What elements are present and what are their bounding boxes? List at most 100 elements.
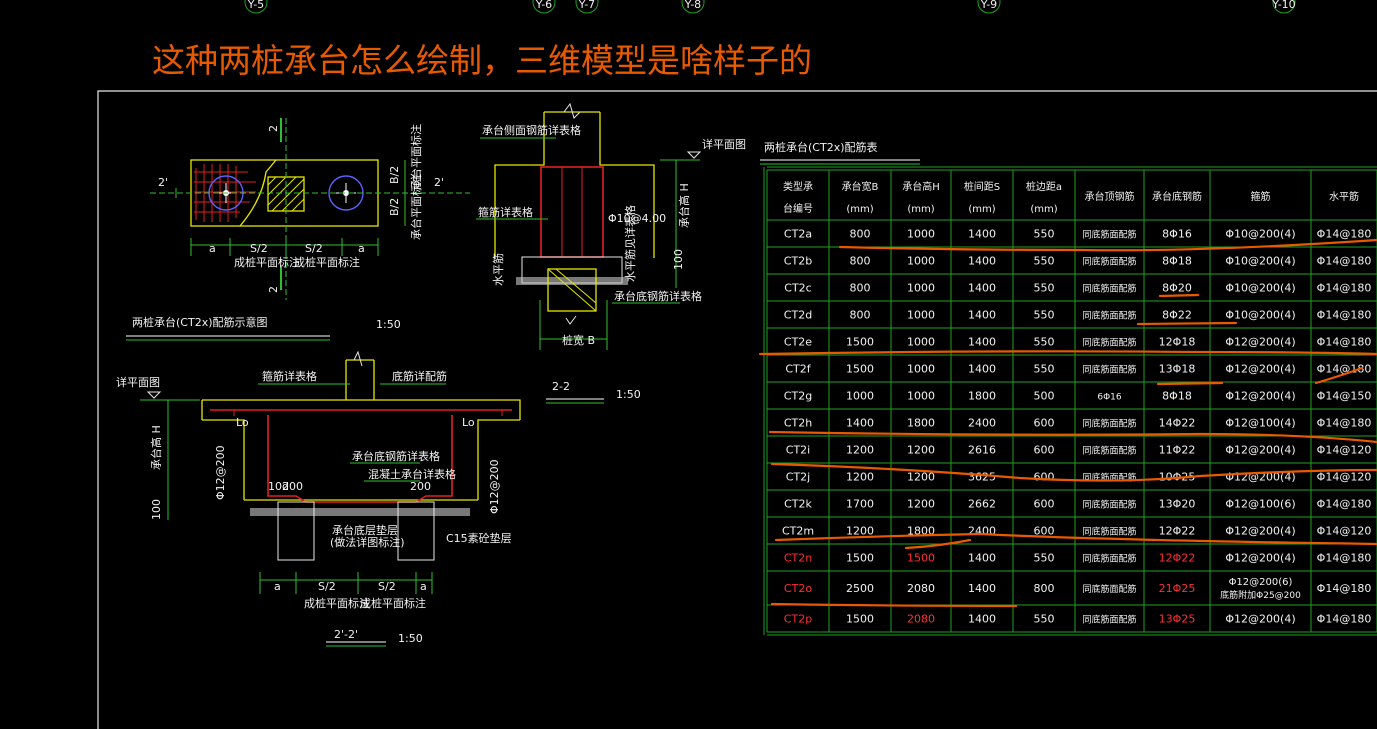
annotation-stroke [838, 238, 1377, 252]
table-cell: Φ14@180 [1317, 417, 1372, 430]
table-cell: Φ10@200(4) [1225, 309, 1295, 322]
rebar-cage-outline [540, 166, 604, 258]
svg-text:a: a [358, 242, 365, 255]
table-cell: 14Φ22 [1159, 417, 1196, 430]
svg-text:1:50: 1:50 [376, 318, 401, 331]
grid-bubbles: Y-5 Y-6 Y-7 Y-8 Y-9 Y-10 [244, 0, 1296, 14]
table-cell: 同底筋面配筋 [1082, 499, 1136, 511]
table-cell: CT2e [784, 336, 812, 349]
svg-text:成桩平面标注: 成桩平面标注 [360, 596, 426, 610]
table-header-cell: 箍筋 [1251, 190, 1271, 203]
table-cell: CT2c [784, 282, 811, 295]
svg-text:承台高 H: 承台高 H [149, 425, 163, 470]
table-cell: 600 [1034, 525, 1055, 538]
table-cell: 1200 [907, 471, 935, 484]
table-cell: 1200 [846, 525, 874, 538]
table-header-cell: (mm) [1030, 204, 1057, 215]
table-cell: CT2h [784, 417, 812, 430]
annotation-stroke [774, 532, 1377, 546]
annotation-stroke [1156, 381, 1224, 386]
table-cell: 同底筋面配筋 [1082, 418, 1136, 430]
table-cell: 同底筋面配筋 [1082, 553, 1136, 565]
annotation-stroke [1136, 321, 1238, 326]
table-cell: Φ14@120 [1317, 444, 1372, 457]
svg-text:S/2: S/2 [305, 242, 323, 255]
table-cell: 21Φ25 [1159, 582, 1196, 595]
table-cell: Φ14@180 [1317, 309, 1372, 322]
table-cell: 2080 [907, 613, 935, 626]
table-cell: 1400 [968, 282, 996, 295]
table-cell: 8Φ18 [1162, 390, 1192, 403]
svg-text:200: 200 [410, 480, 431, 493]
svg-text:a: a [274, 580, 281, 593]
table-cell: 同底筋面配筋 [1082, 364, 1136, 376]
table-cell: CT2n [784, 552, 812, 565]
orange-annotations [758, 238, 1377, 608]
svg-text:混凝土承台详表格: 混凝土承台详表格 [368, 467, 456, 481]
table-cell: 1400 [968, 255, 996, 268]
table-cell: CT2o [784, 582, 812, 595]
table-cell: CT2p [784, 613, 812, 626]
svg-text:Lo: Lo [462, 416, 475, 429]
table-cell: CT2k [784, 498, 812, 511]
question-title: 这种两桩承台怎么绘制，三维模型是啥样子的 [152, 41, 812, 80]
table-cell: 1400 [846, 417, 874, 430]
table-cell: 同底筋面配筋 [1082, 256, 1136, 268]
table-cell: 3625 [968, 471, 996, 484]
table-cell: 800 [850, 255, 871, 268]
table-cell: 550 [1034, 255, 1055, 268]
table-cell: Φ12@100(4) [1225, 417, 1295, 430]
svg-text:200: 200 [282, 480, 303, 493]
annotation-stroke [768, 430, 1377, 444]
svg-text:水平筋: 水平筋 [491, 253, 505, 286]
table-cell: 8Φ16 [1162, 228, 1192, 241]
table-cell: 12Φ22 [1159, 552, 1196, 565]
table-cell: 13Φ20 [1159, 498, 1196, 511]
svg-text:B/2: B/2 [388, 166, 401, 184]
table-header-cell: 承台宽B [842, 180, 879, 193]
table-header-cell: (mm) [846, 204, 873, 215]
table-cell: Φ14@150 [1317, 390, 1372, 403]
section-2p-2p: a S/2 S/2 a 成桩平面标注 成桩平面标注 详平面图 箍筋详表格 底筋详… [116, 350, 521, 647]
svg-text:B/2: B/2 [388, 198, 401, 216]
table-cell: 1500 [846, 552, 874, 565]
svg-text:S/2: S/2 [378, 580, 396, 593]
table-cell: 同底筋面配筋 [1082, 337, 1136, 349]
table-cell: 1000 [907, 336, 935, 349]
table-cell: 1000 [907, 228, 935, 241]
section-2p-title: 2'-2' [334, 628, 358, 641]
svg-text:1:50: 1:50 [616, 388, 641, 401]
table-cell: 同底筋面配筋 [1082, 583, 1136, 595]
svg-text:承台底钢筋详表格: 承台底钢筋详表格 [352, 449, 440, 463]
drawing-frame [97, 90, 1377, 729]
table-cell: Φ12@200(6) [1229, 577, 1293, 588]
table-cell: 800 [1034, 582, 1055, 595]
svg-text:a: a [420, 580, 427, 593]
grid-bubble-label: Y-10 [1271, 0, 1295, 11]
table-cell: 1400 [968, 309, 996, 322]
table-header-cell: (mm) [968, 204, 995, 215]
table-cell: Φ14@120 [1317, 525, 1372, 538]
table-header-cell: 类型承 [783, 180, 813, 193]
table-cell: Φ14@120 [1317, 471, 1372, 484]
table-cell: 同底筋面配筋 [1082, 472, 1136, 484]
table-cell: 1500 [907, 552, 935, 565]
table-cell: 1400 [968, 582, 996, 595]
table-cell: CT2d [784, 309, 812, 322]
svg-text:承台底层垫层: 承台底层垫层 [332, 523, 398, 537]
svg-text:Φ12@200: Φ12@200 [488, 459, 501, 514]
table-header-cell: 台编号 [783, 202, 813, 215]
svg-text:箍筋详表格: 箍筋详表格 [262, 369, 317, 383]
table-cell: 600 [1034, 417, 1055, 430]
svg-text:2: 2 [267, 286, 280, 293]
annotation-stroke [904, 538, 972, 550]
table-cell: CT2f [785, 363, 811, 376]
table-cell: 1800 [907, 417, 935, 430]
svg-text:Φ12@200: Φ12@200 [214, 445, 227, 500]
svg-text:桩宽 B: 桩宽 B [562, 333, 595, 347]
svg-text:1:50: 1:50 [398, 632, 423, 645]
table-cell: Φ10@200(4) [1225, 255, 1295, 268]
svg-text:成桩平面标注: 成桩平面标注 [234, 255, 300, 269]
table-cell: 同底筋面配筋 [1082, 310, 1136, 322]
